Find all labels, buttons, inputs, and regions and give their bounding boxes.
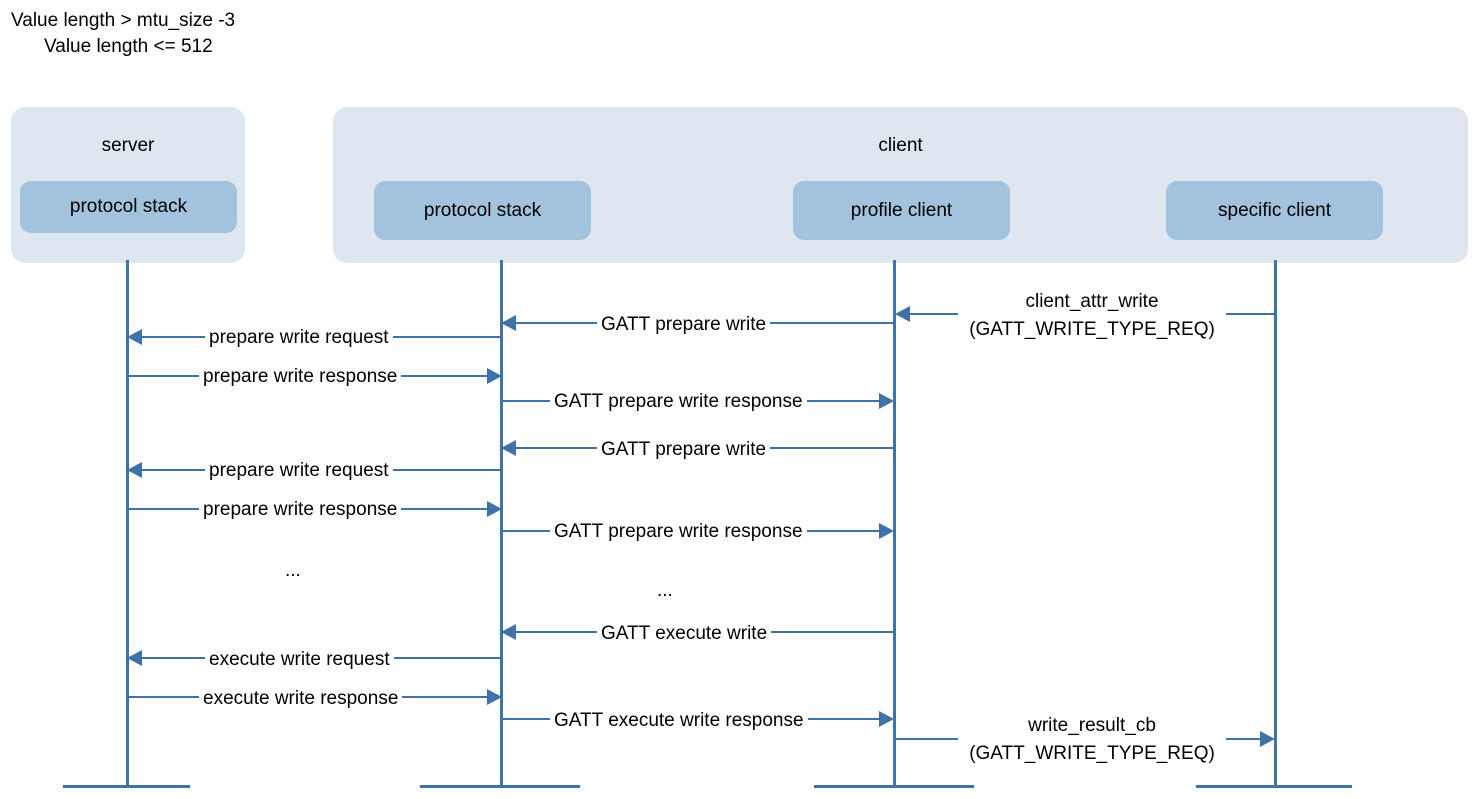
arrow-head-gatt-prepare-write-response-2 — [879, 523, 894, 539]
client-group-title: client — [878, 135, 923, 156]
lifeline-profile-client — [893, 260, 896, 787]
lifeline-specific-client — [1274, 260, 1277, 787]
message-label-prepare-write-response-2: prepare write response — [199, 498, 402, 522]
message-label-gatt-prepare-write-response-2: GATT prepare write response — [550, 520, 807, 544]
precondition-line-1: Value length > mtu_size -3 — [11, 10, 236, 31]
arrow-head-prepare-write-request-2 — [127, 462, 142, 478]
arrow-head-gatt-prepare-write-2 — [501, 440, 516, 456]
arrow-head-gatt-execute-write-response — [879, 711, 894, 727]
arrow-head-execute-write-response — [487, 689, 502, 705]
message-label-gatt-prepare-write-2: GATT prepare write — [597, 438, 771, 462]
message-label-gatt-execute-write-response: GATT execute write response — [550, 709, 808, 733]
precondition-line-2: Value length <= 512 — [44, 36, 213, 57]
arrow-head-prepare-write-response-1 — [487, 368, 502, 384]
message-label-write-result-cb-line2: (GATT_WRITE_TYPE_REQ) — [969, 743, 1215, 764]
arrow-head-client-attr-write — [895, 306, 910, 322]
message-label-execute-write-request: execute write request — [205, 648, 394, 672]
arrow-head-gatt-prepare-write-1 — [501, 315, 516, 331]
actor-specific-client[interactable]: specific client — [1166, 181, 1383, 240]
arrow-head-gatt-prepare-write-response-1 — [879, 393, 894, 409]
message-label-gatt-prepare-write-1: GATT prepare write — [597, 313, 771, 337]
lifeline-client-protocol-stack — [500, 260, 503, 787]
message-label-prepare-write-request-1: prepare write request — [205, 326, 393, 350]
message-label-write-result-cb: write_result_cb (GATT_WRITE_TYPE_REQ) — [958, 712, 1226, 768]
message-label-client-attr-write-line1: client_attr_write — [1025, 291, 1159, 312]
message-label-prepare-write-response-1: prepare write response — [199, 365, 402, 389]
message-label-execute-write-response: execute write response — [199, 687, 403, 711]
message-label-gatt-execute-write: GATT execute write — [597, 622, 772, 646]
lifeline-foot-profile-client — [814, 785, 974, 788]
ellipsis-client-side: ... — [653, 580, 677, 602]
ellipsis-server-side: ... — [281, 560, 305, 582]
message-label-prepare-write-request-2: prepare write request — [205, 459, 393, 483]
arrow-head-prepare-write-response-2 — [487, 501, 502, 517]
lifeline-foot-server-protocol-stack — [63, 785, 190, 788]
lifeline-foot-client-protocol-stack — [420, 785, 580, 788]
actor-client-protocol-stack[interactable]: protocol stack — [374, 181, 591, 240]
lifeline-server-protocol-stack — [126, 260, 129, 787]
lifeline-foot-specific-client — [1196, 785, 1352, 788]
arrow-head-write-result-cb — [1260, 731, 1275, 747]
message-label-gatt-prepare-write-response-1: GATT prepare write response — [550, 390, 807, 414]
arrow-head-gatt-execute-write — [501, 624, 516, 640]
actor-server-protocol-stack[interactable]: protocol stack — [20, 181, 237, 233]
message-label-client-attr-write-line2: (GATT_WRITE_TYPE_REQ) — [969, 319, 1215, 340]
actor-profile-client[interactable]: profile client — [793, 181, 1010, 240]
arrow-head-prepare-write-request-1 — [127, 329, 142, 345]
server-group-title: server — [101, 135, 155, 156]
message-label-client-attr-write: client_attr_write (GATT_WRITE_TYPE_REQ) — [958, 288, 1226, 344]
message-label-write-result-cb-line1: write_result_cb — [1028, 715, 1156, 736]
arrow-head-execute-write-request — [127, 650, 142, 666]
